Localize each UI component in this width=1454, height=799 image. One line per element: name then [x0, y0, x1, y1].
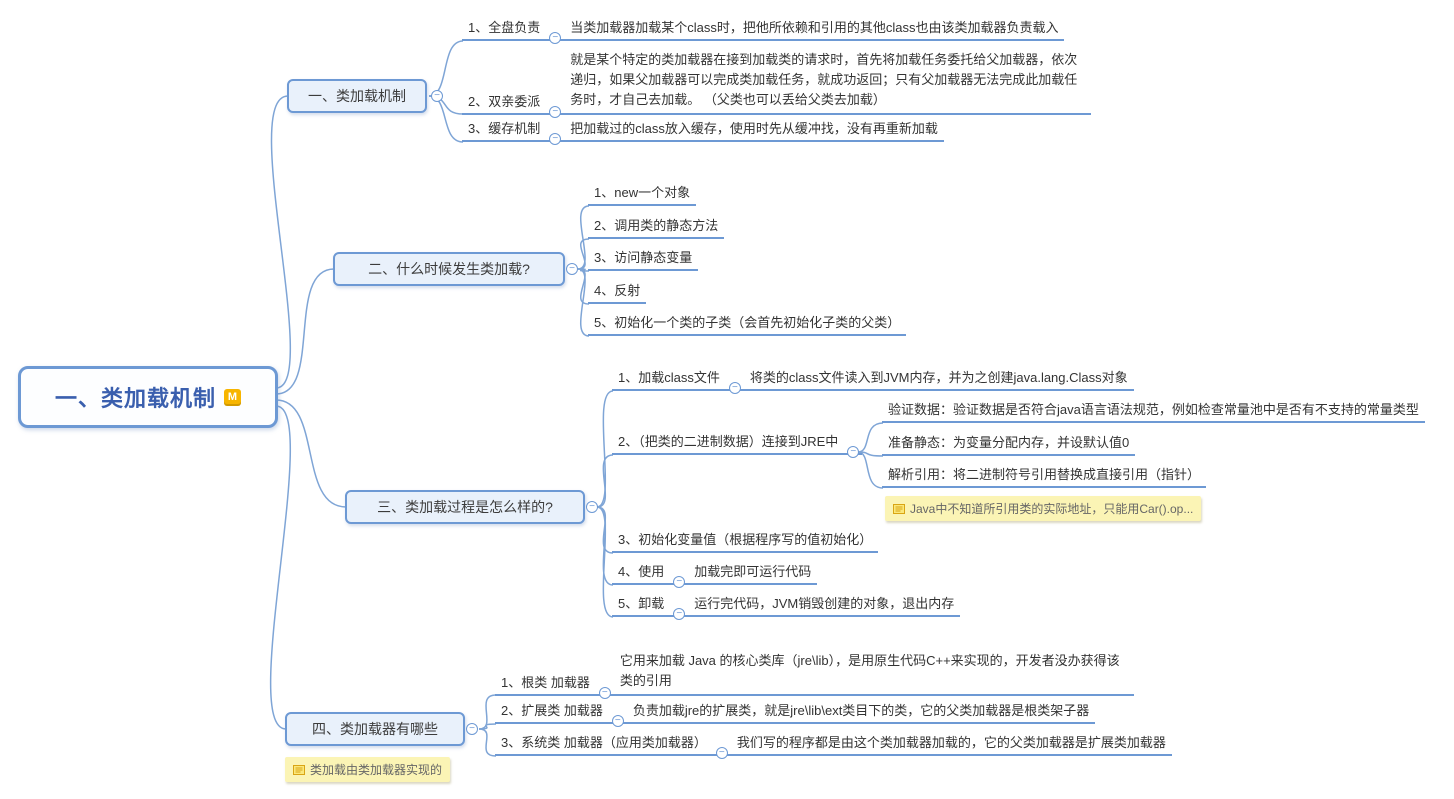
subtopic-label[interactable]: 1、根类 加载器 — [495, 675, 596, 696]
collapse-icon[interactable]: − — [728, 382, 741, 394]
root-topic[interactable]: 一、类加载机制 M — [18, 366, 278, 428]
subtopic: 1、加载class文件 − 将类的class文件读入到JVM内存，并为之创建ja… — [612, 370, 1134, 394]
subtopic: 1、new一个对象 — [588, 185, 697, 206]
subtopic-label[interactable]: 准备静态：为变量分配内存，并设默认值0 — [882, 435, 1136, 456]
subtopic: 5、初始化一个类的子类（会首先初始化子类的父类） — [588, 315, 907, 336]
subtopic: 1、根类 加载器 − 它用来加载 Java 的核心类库（jre\lib），是用原… — [495, 651, 1134, 699]
subtopic: 5、卸载 − 运行完代码，JVM销毁创建的对象，退出内存 — [612, 596, 961, 620]
subtopic-label[interactable]: 4、反射 — [588, 283, 647, 304]
subtopic: 4、反射 — [588, 283, 647, 304]
branch-topic-class-loading-process[interactable]: 三、类加载过程是怎么样的? — [345, 490, 585, 524]
subtopic: 3、访问静态变量 — [588, 250, 699, 271]
subtopic-label[interactable]: 4、使用 — [612, 564, 671, 585]
subtopic-label[interactable]: 3、访问静态变量 — [588, 250, 699, 271]
subtopic-detail[interactable]: 我们写的程序都是由这个类加载器加载的，它的父类加载器是扩展类加载器 — [730, 735, 1172, 756]
subtopic: 2、（把类的二进制数据）连接到JRE中 − — [612, 434, 863, 458]
subtopic: 准备静态：为变量分配内存，并设默认值0 — [882, 435, 1136, 456]
collapse-icon[interactable]: − — [598, 687, 611, 699]
branch-topic-class-loading-mechanism[interactable]: 一、类加载机制 — [287, 79, 427, 113]
note[interactable]: Java中不知道所引用类的实际地址，只能用Car().op... — [885, 496, 1202, 521]
branch-topic-label: 二、什么时候发生类加载? — [368, 261, 530, 277]
subtopic-label[interactable]: 2、扩展类 加载器 — [495, 703, 609, 724]
subtopic-detail[interactable]: 当类加载器加载某个class时，把他所依赖和引用的其他class也由该类加载器负… — [564, 20, 1065, 41]
subtopic: 解析引用：将二进制符号引用替换成直接引用（指针） — [882, 467, 1207, 488]
subtopic: 3、初始化变量值（根据程序写的值初始化） — [612, 532, 879, 553]
subtopic-label[interactable]: 解析引用：将二进制符号引用替换成直接引用（指针） — [882, 467, 1207, 488]
subtopic: 验证数据：验证数据是否符合java语言语法规范，例如检查常量池中是否有不支持的常… — [882, 402, 1425, 423]
subtopic-detail[interactable]: 负责加载jre的扩展类，就是jre\lib\ext类目下的类，它的父类加载器是根… — [626, 703, 1096, 724]
subtopic-label[interactable]: 1、new一个对象 — [588, 185, 697, 206]
subtopic-label[interactable]: 1、加载class文件 — [612, 370, 726, 391]
branch-topic-label: 三、类加载过程是怎么样的? — [377, 499, 553, 515]
subtopic-label[interactable]: 3、系统类 加载器（应用类加载器） — [495, 735, 713, 756]
marker-m-icon[interactable]: M — [224, 388, 241, 406]
root-topic-label: 一、类加载机制 — [54, 386, 216, 411]
note-text: 类加载由类加载器实现的 — [310, 763, 443, 777]
subtopic-detail[interactable]: 加载完即可运行代码 — [688, 564, 818, 585]
branch-topic-when-class-loading-happens[interactable]: 二、什么时候发生类加载? — [333, 252, 565, 286]
note-text: Java中不知道所引用类的实际地址，只能用Car().op... — [910, 502, 1194, 516]
collapse-icon[interactable]: − — [715, 747, 728, 759]
subtopic: 3、缓存机制 − 把加载过的class放入缓存，使用时先从缓冲找，没有再重新加载 — [462, 121, 944, 145]
collapse-icon[interactable]: − — [549, 32, 562, 44]
subtopic: 2、调用类的静态方法 — [588, 218, 725, 239]
collapse-icon[interactable]: − — [611, 715, 624, 727]
collapse-icon[interactable]: − — [847, 446, 860, 458]
collapse-icon[interactable]: − — [586, 501, 598, 513]
subtopic-label[interactable]: 验证数据：验证数据是否符合java语言语法规范，例如检查常量池中是否有不支持的常… — [882, 402, 1425, 423]
subtopic: 2、双亲委派 − 就是某个特定的类加载器在接到加载类的请求时，首先将加载任务委托… — [462, 50, 1092, 118]
collapse-icon[interactable]: − — [549, 106, 562, 118]
collapse-icon[interactable]: − — [431, 90, 443, 102]
subtopic: 2、扩展类 加载器 − 负责加载jre的扩展类，就是jre\lib\ext类目下… — [495, 703, 1096, 727]
subtopic-detail[interactable]: 将类的class文件读入到JVM内存，并为之创建java.lang.Class对… — [743, 370, 1134, 391]
collapse-icon[interactable]: − — [673, 608, 686, 620]
subtopic-label[interactable]: 2、调用类的静态方法 — [588, 218, 725, 239]
collapse-icon[interactable]: − — [549, 133, 562, 145]
collapse-icon[interactable]: − — [566, 263, 578, 275]
subtopic-detail[interactable]: 它用来加载 Java 的核心类库（jre\lib），是用原生代码C++来实现的，… — [613, 651, 1134, 696]
subtopic: 3、系统类 加载器（应用类加载器） − 我们写的程序都是由这个类加载器加载的，它… — [495, 735, 1172, 759]
note-icon — [893, 503, 905, 514]
collapse-icon[interactable]: − — [673, 576, 686, 588]
collapse-icon[interactable]: − — [466, 723, 478, 735]
subtopic-label[interactable]: 5、初始化一个类的子类（会首先初始化子类的父类） — [588, 315, 907, 336]
branch-topic-label: 一、类加载机制 — [308, 88, 406, 104]
subtopic-label[interactable]: 5、卸载 — [612, 596, 671, 617]
subtopic: 1、全盘负责 − 当类加载器加载某个class时，把他所依赖和引用的其他clas… — [462, 20, 1065, 44]
subtopic-detail[interactable]: 运行完代码，JVM销毁创建的对象，退出内存 — [688, 596, 961, 617]
subtopic-label[interactable]: 2、双亲委派 — [462, 94, 547, 115]
note[interactable]: 类加载由类加载器实现的 — [285, 757, 451, 782]
subtopic-detail[interactable]: 就是某个特定的类加载器在接到加载类的请求时，首先将加载任务委托给父加载器，依次递… — [564, 50, 1092, 115]
subtopic-label[interactable]: 1、全盘负责 — [462, 20, 547, 41]
subtopic-detail[interactable]: 把加载过的class放入缓存，使用时先从缓冲找，没有再重新加载 — [564, 121, 944, 142]
branch-topic-label: 四、类加载器有哪些 — [312, 721, 438, 737]
subtopic: 4、使用 − 加载完即可运行代码 — [612, 564, 818, 588]
subtopic-label[interactable]: 3、缓存机制 — [462, 121, 547, 142]
branch-topic-class-loaders[interactable]: 四、类加载器有哪些 — [285, 712, 465, 746]
subtopic-label[interactable]: 2、（把类的二进制数据）连接到JRE中 — [612, 434, 845, 455]
subtopic-label[interactable]: 3、初始化变量值（根据程序写的值初始化） — [612, 532, 879, 553]
note-icon — [293, 764, 305, 775]
